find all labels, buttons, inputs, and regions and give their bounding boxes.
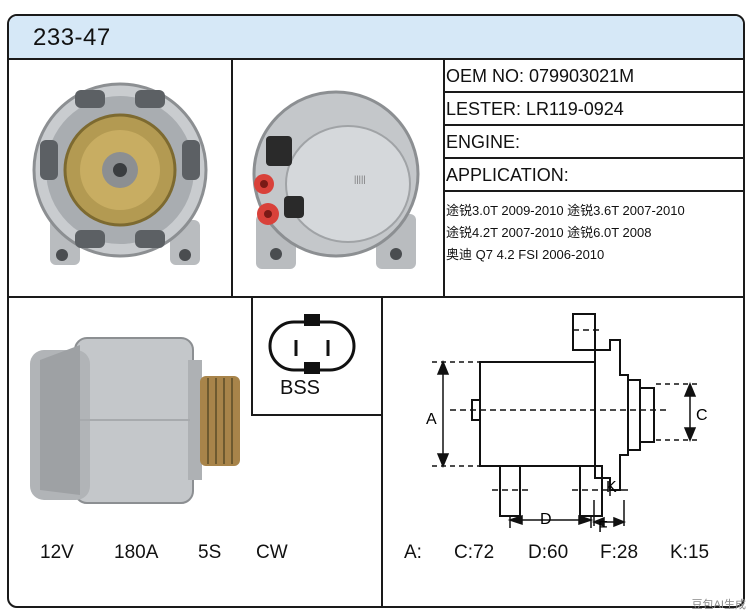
- dim-c-letter: C: [696, 407, 708, 424]
- divider: [251, 414, 383, 416]
- spec-pulley: 5S: [198, 542, 222, 563]
- connector-label: BSS: [280, 377, 321, 399]
- dim-f: F:28: [600, 542, 639, 563]
- lester-number: LESTER: LR119-0924: [446, 99, 624, 119]
- spec-amperage: 180A: [114, 542, 159, 563]
- divider: [231, 60, 233, 298]
- divider: [381, 298, 383, 606]
- svg-text:|||||: |||||: [354, 174, 366, 184]
- divider: [443, 124, 743, 126]
- dim-d-letter: D: [540, 511, 552, 528]
- alternator-side-image: [30, 337, 240, 504]
- application-list: 途锐3.0T 2009-2010 途锐3.6T 2007-2010 途锐4.2T…: [446, 200, 685, 266]
- spec-rotation: CW: [256, 542, 288, 563]
- divider: [443, 60, 445, 298]
- application-label: APPLICATION:: [446, 165, 569, 185]
- divider: [443, 190, 743, 192]
- dim-a: A:: [404, 542, 422, 563]
- dim-k: K:15: [670, 542, 710, 563]
- dim-f-letter: F: [598, 519, 608, 536]
- dim-a-letter: A: [426, 411, 437, 428]
- dimension-diagram: A C D F K: [426, 313, 708, 536]
- application-line: 途锐4.2T 2007-2010 途锐6.0T 2008: [446, 225, 652, 240]
- application-line: 奥迪 Q7 4.2 FSI 2006-2010: [446, 247, 605, 262]
- dim-k-letter: K: [606, 479, 617, 496]
- oem-number: OEM NO: 079903021M: [446, 66, 635, 86]
- divider: [251, 298, 253, 416]
- application-line: 途锐3.0T 2009-2010 途锐3.6T 2007-2010: [446, 203, 685, 218]
- spec-voltage: 12V: [40, 542, 74, 563]
- part-number-title: 233-47: [33, 24, 111, 51]
- divider: [443, 157, 743, 159]
- dim-c: C:72: [454, 542, 495, 563]
- dim-d: D:60: [528, 542, 569, 563]
- connector-diagram: [268, 314, 356, 374]
- divider: [443, 91, 743, 93]
- engine-label: ENGINE:: [446, 132, 521, 152]
- watermark: 豆包AI生成: [691, 599, 746, 611]
- alternator-front-image: [32, 82, 208, 265]
- divider: [9, 296, 743, 298]
- alternator-rear-image: |||||: [252, 90, 420, 269]
- title-bar: 233-47: [9, 16, 743, 60]
